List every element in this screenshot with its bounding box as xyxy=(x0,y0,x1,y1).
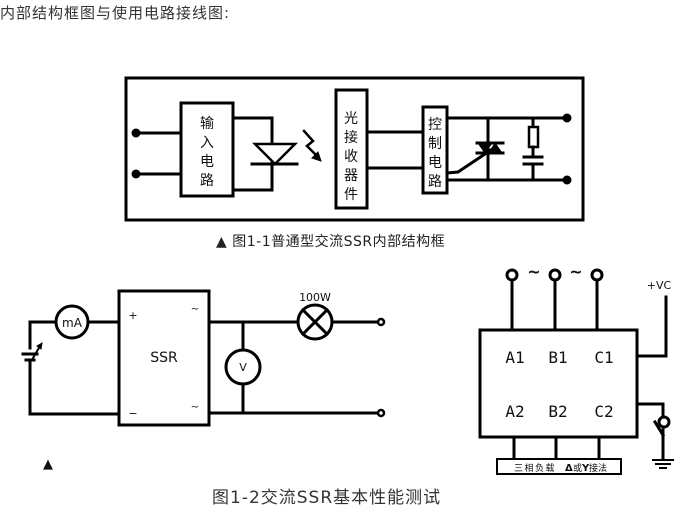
lamp-icon xyxy=(296,303,334,341)
page-heading: 内部结构框图与使用电路接线图: xyxy=(0,4,231,22)
three-phase-ssr-wiring xyxy=(478,268,674,475)
terminal-c2-label: C2 xyxy=(594,402,613,421)
ac-tilde-2: ~ xyxy=(569,262,582,281)
figure-2-marker: ▲ xyxy=(43,457,53,472)
light-receiver-char: 收 xyxy=(344,149,358,165)
input-circuit-block xyxy=(179,101,235,198)
figure-2-test-circuit xyxy=(21,289,386,427)
control-circuit-char: 控 xyxy=(428,117,442,133)
ssr-minus-label: − xyxy=(128,407,137,420)
three-phase-load-label: 三相负载 Δ 或 Y 接法 xyxy=(514,462,607,474)
figure-1-marker: ▲ xyxy=(216,234,228,250)
light-receiver-char: 器 xyxy=(344,168,358,184)
ssr-module xyxy=(117,289,211,427)
terminal-b2-label: B2 xyxy=(548,402,567,421)
control-circuit-char: 制 xyxy=(428,136,442,152)
ssr-plus-label: + xyxy=(128,309,137,322)
ammeter-icon xyxy=(54,304,90,340)
ssr-ac-symbol-top: ~ xyxy=(191,304,199,315)
figure-1-caption-text: 图1-1普通型交流SSR内部结构框 xyxy=(232,234,446,250)
input-circuit-label: 输 入 电 路 xyxy=(200,116,214,189)
figure-2-caption: 图1-2交流SSR基本性能测试 xyxy=(212,488,442,508)
ssr-label: SSR xyxy=(150,350,178,366)
terminal-a1-label: A1 xyxy=(505,348,524,367)
light-receiver-char: 光 xyxy=(344,111,358,127)
ground-icon xyxy=(652,459,674,469)
light-emission-arrow-icon xyxy=(302,129,322,162)
triac-icon xyxy=(445,116,505,182)
light-receiver-block xyxy=(334,88,369,210)
led-diode-icon xyxy=(251,142,299,166)
three-phase-load-block xyxy=(496,458,622,475)
rc-snubber xyxy=(522,116,544,182)
variable-dc-source-icon xyxy=(21,342,43,364)
load-label-text: 三相负载 xyxy=(514,462,556,474)
load-terminal-bottom xyxy=(376,408,386,418)
input-terminals xyxy=(131,128,183,179)
control-circuit-label: 控 制 电 路 xyxy=(428,117,442,190)
control-circuit-char: 电 xyxy=(428,155,442,171)
light-receiver-char: 接 xyxy=(344,129,358,146)
input-circuit-char: 输 xyxy=(200,116,214,132)
ammeter-label: mA xyxy=(62,316,83,330)
control-circuit-block xyxy=(421,105,449,195)
voltmeter-label: V xyxy=(239,361,247,374)
terminal-b1-label: B1 xyxy=(548,348,567,367)
input-circuit-char: 入 xyxy=(200,135,214,151)
three-phase-ssr-module xyxy=(478,328,639,439)
control-circuit-char: 路 xyxy=(428,174,442,190)
output-terminal-bottom xyxy=(562,175,572,185)
figure-1-internal-block-diagram xyxy=(124,76,585,222)
ac-tilde-1: ~ xyxy=(527,262,540,281)
supply-voltage-label: +VC xyxy=(647,279,672,292)
lamp-power-label: 100W xyxy=(299,291,331,304)
terminal-c1-label: C1 xyxy=(594,348,613,367)
load-label-delta: Δ xyxy=(565,463,573,474)
load-label-or: 或 xyxy=(573,462,582,474)
load-terminal-top xyxy=(376,317,386,327)
light-receiver-label: 光 接 收 器 件 xyxy=(344,111,358,203)
output-terminal-top xyxy=(562,113,572,123)
resistor-icon xyxy=(527,125,540,149)
input-circuit-char: 路 xyxy=(200,173,214,189)
led-emitter xyxy=(231,116,299,192)
load-label-method: 接法 xyxy=(589,462,607,474)
light-receiver-char: 件 xyxy=(344,187,358,203)
voltmeter-icon xyxy=(224,348,262,386)
figure-1-caption: ▲ 图1-1普通型交流SSR内部结构框 xyxy=(216,231,445,251)
load-label-y: Y xyxy=(581,463,590,474)
terminal-a2-label: A2 xyxy=(505,402,524,421)
ssr-ac-symbol-bottom: ~ xyxy=(191,402,199,413)
input-circuit-char: 电 xyxy=(200,154,214,170)
